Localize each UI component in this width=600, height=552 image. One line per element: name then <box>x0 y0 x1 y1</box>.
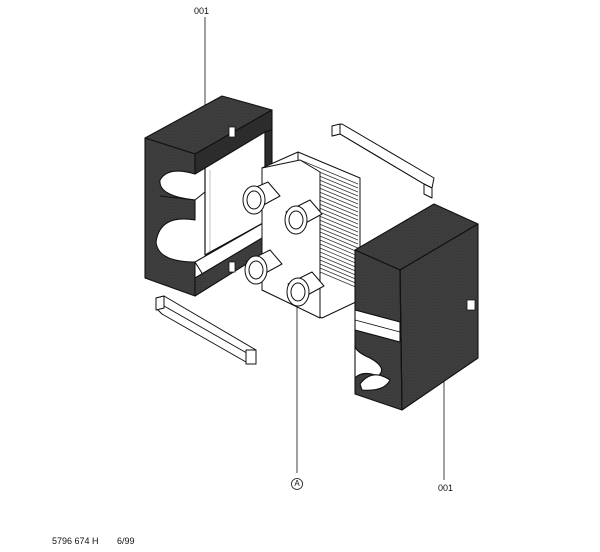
port-top-left <box>242 181 281 215</box>
port-bottom-left <box>244 249 283 285</box>
port-top-right <box>284 199 323 235</box>
port-bottom-right <box>286 271 325 307</box>
callout-label-top: 001 <box>194 6 210 16</box>
marker-a-circle <box>291 478 303 490</box>
document-number: 5796 674 H <box>52 536 99 546</box>
marker-a-label: A <box>294 479 300 488</box>
plate-heat-exchanger <box>242 151 361 319</box>
document-date: 6/99 <box>117 536 135 546</box>
insulation-shell-right <box>354 203 479 411</box>
callout-label-right: 001 <box>438 483 454 493</box>
retaining-clip-lower <box>155 295 257 365</box>
retaining-clip-upper <box>331 123 435 199</box>
